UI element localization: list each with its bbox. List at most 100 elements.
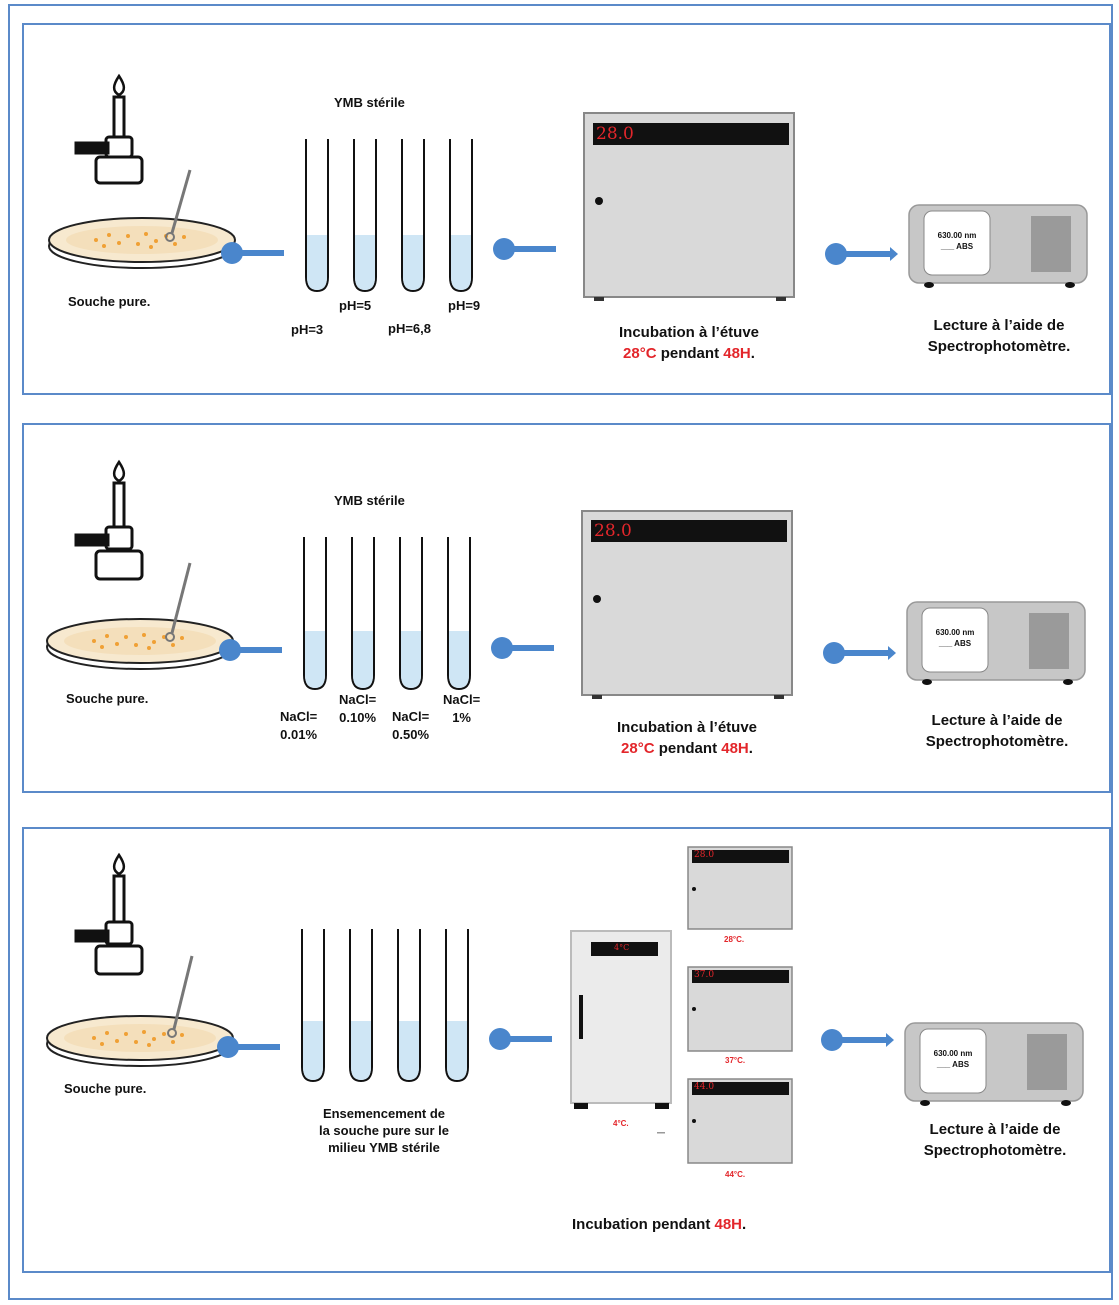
tube-label-1: NaCl= 0.01% bbox=[280, 708, 317, 744]
inoculation-loop-icon bbox=[167, 955, 194, 1038]
arrow-3-icon bbox=[825, 243, 898, 265]
spectro-abs: ___ ABS bbox=[940, 242, 974, 251]
spectro-readout: 630.00 nm ___ ABS bbox=[924, 230, 990, 252]
tube-label-1-b: 0.01% bbox=[280, 727, 318, 742]
incubator-28-display: 28.0 bbox=[694, 850, 715, 860]
panel-temperature-graphics bbox=[46, 846, 1084, 1164]
tube-label-2: pH=5 bbox=[339, 298, 372, 313]
inoculation-loop-icon bbox=[165, 169, 192, 242]
incubator-display: 28.0 bbox=[596, 124, 634, 144]
reading-caption: Lecture à l’aide de Spectrophotomètre. bbox=[902, 710, 1092, 752]
spectro-readout: 630.00 nm ___ ABS bbox=[922, 627, 988, 649]
tubes-title: YMB stérile bbox=[334, 493, 405, 508]
incubation-temp: 28°C bbox=[621, 740, 655, 757]
tube-label-3-a: NaCl= bbox=[392, 709, 430, 724]
spectro-readout: 630.00 nm ___ ABS bbox=[920, 1048, 986, 1070]
source-label: Souche pure. bbox=[64, 1081, 147, 1096]
incubator-37-label: 37°C. bbox=[725, 1056, 746, 1065]
seeding-line-3: milieu YMB stérile bbox=[328, 1140, 440, 1155]
tube-label-4: NaCl= 1% bbox=[443, 691, 480, 727]
incubation-caption: Incubation à l’étuve 28°C pendant 48H. bbox=[579, 322, 799, 364]
panel-temperature: Souche pure. Ensemencement de la souche … bbox=[22, 827, 1111, 1273]
reading-line-2: Spectrophotomètre. bbox=[925, 733, 1069, 750]
incubation-caption: Incubation à l’étuve 28°C pendant 48H. bbox=[577, 717, 797, 759]
spectro-wavelength: 630.00 nm bbox=[933, 1049, 973, 1058]
spectrophotometer-icon bbox=[906, 601, 1086, 685]
test-tubes-icon bbox=[303, 537, 471, 691]
incubation-pre: Incubation pendant bbox=[572, 1216, 715, 1233]
arrow-1-icon bbox=[219, 639, 282, 661]
bunsen-burner-icon bbox=[74, 73, 144, 185]
source-label: Souche pure. bbox=[68, 294, 151, 309]
incubator-44-label: 44°C. bbox=[725, 1170, 746, 1179]
tube-label-2-a: NaCl= bbox=[339, 692, 377, 707]
reading-line-1: Lecture à l’aide de bbox=[929, 1121, 1061, 1138]
tube-label-4-a: NaCl= bbox=[443, 692, 481, 707]
bunsen-burner-icon bbox=[74, 852, 144, 976]
test-tubes-icon bbox=[305, 139, 473, 293]
fridge-label: 4°C. bbox=[613, 1119, 629, 1128]
incubator-display: 28.0 bbox=[594, 521, 632, 541]
arrow-1-icon bbox=[217, 1036, 280, 1058]
incubation-line-2: 28°C pendant 48H. bbox=[577, 738, 797, 759]
small-incubator-28-icon bbox=[687, 846, 793, 930]
reading-caption: Lecture à l’aide de Spectrophotomètre. bbox=[904, 315, 1094, 357]
tube-label-2: NaCl= 0.10% bbox=[339, 691, 376, 727]
small-incubator-37-icon bbox=[687, 966, 793, 1052]
inoculation-loop-icon bbox=[165, 562, 192, 642]
figure-frame bbox=[8, 4, 1113, 1300]
arrow-1-icon bbox=[221, 242, 284, 264]
incubation-temp: 28°C bbox=[623, 345, 657, 362]
petri-dish-icon bbox=[46, 1015, 234, 1067]
panel-nacl: Souche pure. YMB stérile NaCl= 0.01% NaC… bbox=[22, 423, 1111, 793]
incubation-end: . bbox=[750, 345, 755, 362]
arrow-3-icon bbox=[823, 642, 896, 664]
spectro-wavelength: 630.00 nm bbox=[937, 231, 977, 240]
tube-label-1-a: NaCl= bbox=[280, 709, 318, 724]
incubator-28-label: 28°C. bbox=[724, 935, 745, 944]
arrow-2-icon bbox=[491, 637, 554, 659]
small-incubator-44-icon bbox=[687, 1078, 793, 1164]
tube-label-1: pH=3 bbox=[291, 322, 324, 337]
test-tubes-icon bbox=[301, 929, 469, 1083]
spectrophotometer-icon bbox=[904, 1022, 1084, 1106]
tube-label-4: pH=9 bbox=[448, 298, 481, 313]
arrow-2-icon bbox=[493, 238, 556, 260]
tube-label-3-b: 0.50% bbox=[392, 727, 430, 742]
seeding-line-2: la souche pure sur le bbox=[318, 1123, 450, 1138]
incubation-time: 48H bbox=[714, 1216, 743, 1233]
spectro-wavelength: 630.00 nm bbox=[935, 628, 975, 637]
panel-ph-graphics bbox=[48, 73, 1088, 301]
tube-label-4-b: 1% bbox=[452, 710, 471, 725]
incubator-icon bbox=[583, 112, 795, 301]
tube-label-2-b: 0.10% bbox=[339, 710, 377, 725]
panel-ph: Souche pure. YMB stérile pH=3 pH=5 pH=6,… bbox=[22, 23, 1111, 395]
incubation-line-2: 28°C pendant 48H. bbox=[579, 343, 799, 364]
spectro-abs: ___ ABS bbox=[936, 1060, 970, 1069]
reading-line-2: Spectrophotomètre. bbox=[927, 338, 1071, 355]
incubator-icon bbox=[581, 510, 793, 699]
arrow-3-icon bbox=[821, 1029, 894, 1051]
incubator-37-display: 37.0 bbox=[694, 970, 715, 980]
tube-label-3: pH=6,8 bbox=[388, 321, 431, 336]
bunsen-burner-icon bbox=[74, 459, 144, 581]
petri-dish-icon bbox=[48, 217, 236, 269]
tube-label-3: NaCl= 0.50% bbox=[392, 708, 429, 744]
reading-caption: Lecture à l’aide de Spectrophotomètre. bbox=[900, 1119, 1090, 1161]
incubation-caption: Incubation pendant 48H. bbox=[572, 1214, 746, 1235]
incubation-time: 48H bbox=[721, 740, 749, 757]
refrigerator-icon bbox=[570, 930, 672, 1134]
incubation-mid: pendant bbox=[656, 345, 724, 362]
seeding-caption: Ensemencement de la souche pure sur le m… bbox=[294, 1105, 474, 1156]
petri-dish-icon bbox=[46, 618, 234, 670]
incubator-44-display: 44.0 bbox=[694, 1082, 715, 1092]
reading-line-1: Lecture à l’aide de bbox=[933, 317, 1065, 334]
spectro-abs: ___ ABS bbox=[938, 639, 972, 648]
incubation-end: . bbox=[748, 740, 753, 757]
panel-nacl-graphics bbox=[46, 459, 1086, 699]
tubes-title: YMB stérile bbox=[334, 95, 405, 110]
seeding-line-1: Ensemencement de bbox=[322, 1106, 446, 1121]
incubation-line-1: Incubation à l’étuve bbox=[618, 324, 760, 341]
reading-line-1: Lecture à l’aide de bbox=[931, 712, 1063, 729]
incubation-line-1: Incubation à l’étuve bbox=[616, 719, 758, 736]
